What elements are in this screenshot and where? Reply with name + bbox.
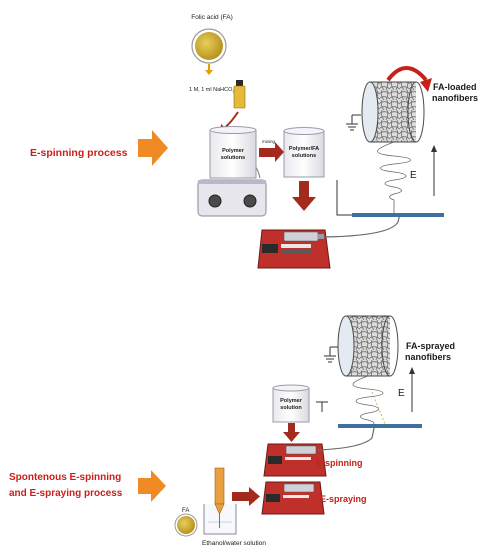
- tube-top: [323, 213, 401, 238]
- polymer-fa-beaker: [283, 127, 325, 178]
- polymer-solutions-label-2: solutions: [221, 155, 245, 161]
- e-field-arrow-top: [431, 145, 437, 196]
- ground-symbol-bottom: [324, 346, 338, 363]
- vial-to-beaker-arrow: [223, 111, 239, 129]
- espinning-process-label: E-spinning process: [30, 147, 128, 159]
- ground-symbol-mid: [316, 401, 328, 412]
- espinning-pump: [263, 443, 327, 477]
- fa-to-espraying-arrow: [232, 487, 260, 506]
- espraying-label: E-spraying: [320, 494, 367, 504]
- syringe-pump-top: [257, 229, 331, 269]
- spray-dashed-line: [371, 391, 386, 425]
- ethanol-water-label: Ethanol/water solution: [202, 540, 266, 547]
- ground-symbol-top: [346, 114, 361, 131]
- spontaneous-process-arrow: [138, 470, 166, 502]
- fa-small-label: FA: [182, 508, 189, 514]
- beaker-to-pump-arrow: [292, 181, 316, 211]
- folic-acid-label: Folic acid (FA): [191, 14, 233, 21]
- plate-ground-top: [336, 180, 352, 216]
- fiber-jet-spiral-top: [377, 141, 411, 214]
- rotation-arrow-top: [386, 66, 428, 82]
- nahco3-label: 1 M, 1 ml NaHCO3: [189, 87, 235, 94]
- mixing-label: mixing: [262, 139, 276, 144]
- magnetic-stirrer: [197, 159, 267, 217]
- polymer-beaker: [209, 126, 257, 179]
- ethanol-water-beaker: [203, 504, 237, 535]
- espinning-process-arrow: [138, 130, 168, 166]
- fa-loaded-label-2: nanofibers: [432, 93, 478, 103]
- polymer-fa-label-1: Polymer/FA: [289, 146, 319, 152]
- fiber-jet-spiral-bottom: [352, 375, 384, 427]
- polymer-solution-label-1: Polymer: [280, 398, 303, 404]
- mixing-arrow: [259, 142, 284, 162]
- spontaneous-label-1: Spontenous E-spinning: [9, 472, 121, 483]
- polymer-solution-beaker: [272, 384, 310, 423]
- polymer-solution-label-2: solution: [280, 405, 302, 411]
- e-field-label-top: E: [410, 170, 417, 181]
- fa-loaded-label-1: FA-loaded: [433, 82, 477, 92]
- collector-drum-bottom: [337, 315, 399, 377]
- polymer-solutions-label-1: Polymer: [222, 148, 245, 154]
- spontaneous-label-2: and E-spraying process: [9, 488, 123, 499]
- polymer-fa-label-2: solutions: [292, 153, 316, 159]
- dish-down-arrow: [205, 64, 213, 75]
- e-field-label-bottom: E: [398, 388, 405, 399]
- collector-drum-top: [361, 81, 425, 143]
- fa-sprayed-label-1: FA-sprayed: [406, 341, 455, 351]
- collector-plate-bottom: [338, 424, 422, 428]
- fa-sprayed-label-2: nanofibers: [405, 352, 451, 362]
- espraying-pump: [261, 481, 325, 515]
- espinning-label: E-spinning: [316, 458, 363, 468]
- folic-acid-dish: [191, 28, 227, 64]
- beaker-to-espinning-pump-arrow: [283, 423, 300, 442]
- collector-plate-top: [352, 213, 444, 217]
- nahco3-vial: [233, 80, 246, 109]
- tube-bottom: [317, 427, 375, 451]
- fa-small-dish: [174, 513, 198, 537]
- syringe-tube: [214, 467, 225, 528]
- e-field-arrow-bottom: [409, 367, 415, 412]
